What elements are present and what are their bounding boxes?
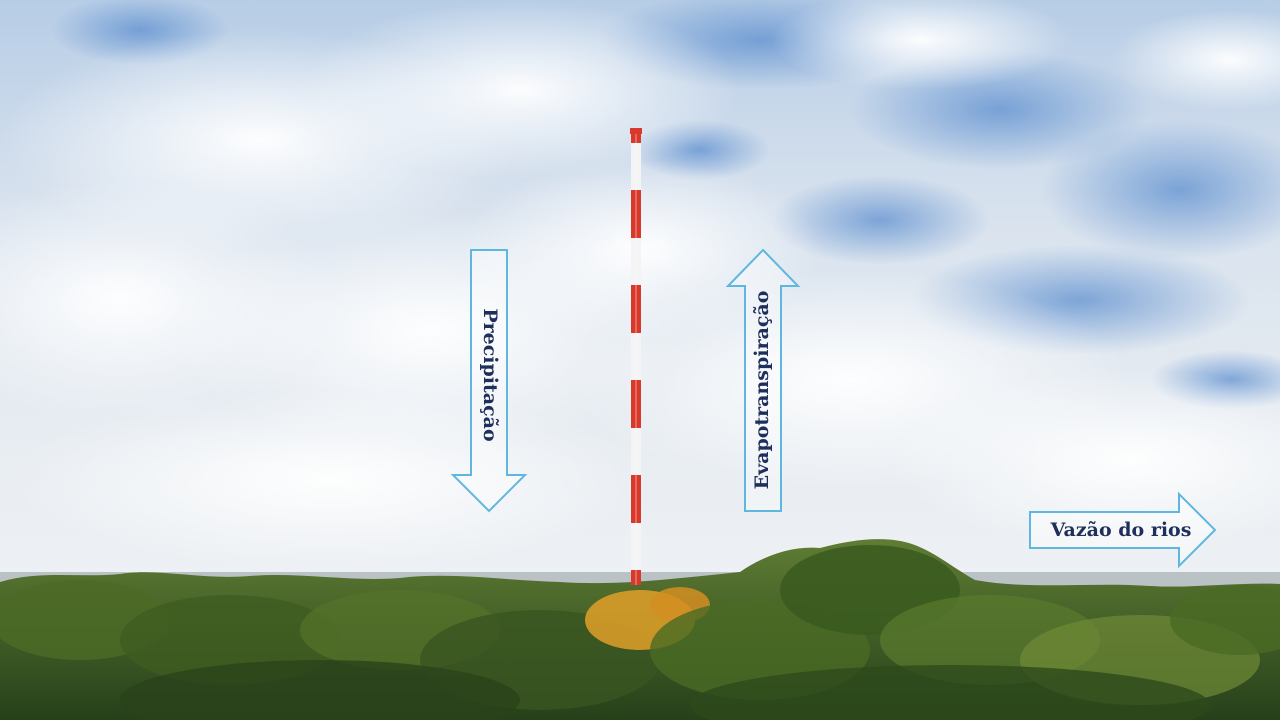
cloud-layer: [0, 0, 1280, 570]
precipitation-arrow: Precipitação: [450, 249, 528, 513]
precipitation-label: Precipitação: [479, 308, 501, 441]
evapotranspiration-label: Evapotranspiração: [751, 291, 773, 490]
evapotranspiration-arrow: Evapotranspiração: [725, 248, 801, 512]
observation-tower: [630, 128, 642, 585]
forest-canopy: [0, 539, 1280, 720]
river-discharge-label: Vazão do rios: [1050, 519, 1192, 541]
river-discharge-arrow: Vazão do rios: [1029, 491, 1217, 569]
